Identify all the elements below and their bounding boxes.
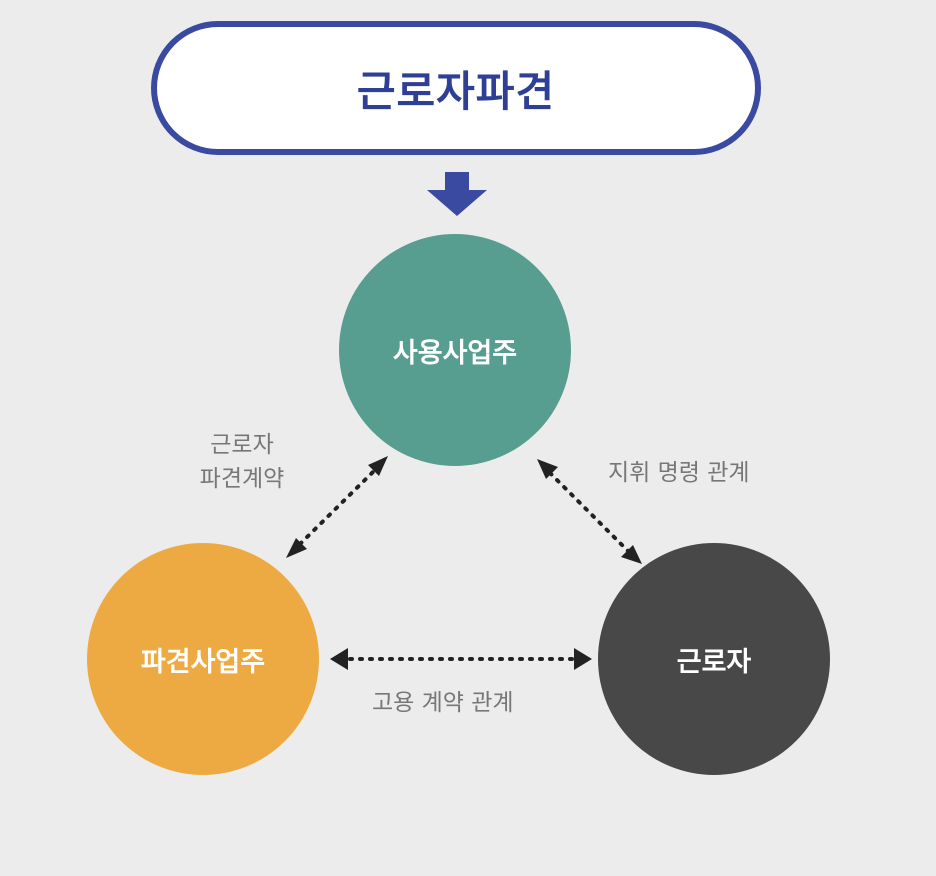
employment-relation-label: 고용 계약 관계 (372, 690, 514, 716)
dispatch-contract-line2: 파견계약 (199, 466, 285, 492)
user-company-node: 사용사업주 (339, 234, 571, 466)
dispatch-contract-line1: 근로자 (210, 432, 274, 458)
arrowhead-icon (368, 456, 388, 476)
worker-label: 근로자 (676, 646, 752, 678)
arrowhead-icon (574, 648, 592, 670)
user-company-label: 사용사업주 (392, 337, 518, 369)
command-relation-label: 지휘 명령 관계 (608, 460, 750, 486)
dispatch-company-node: 파견사업주 (87, 543, 319, 775)
contract-connector (298, 468, 377, 546)
dispatch-contract-label: 근로자 파견계약 (180, 428, 304, 496)
diagram-title: 근로자파견 (356, 66, 556, 116)
command-connector (548, 471, 631, 554)
title-box: 근로자파견 (151, 21, 761, 155)
arrowhead-icon (621, 545, 642, 564)
arrowhead-icon (286, 538, 307, 558)
down-arrow-icon (427, 172, 487, 216)
arrowhead-icon (537, 459, 558, 479)
arrowhead-icon (330, 648, 348, 670)
worker-node: 근로자 (598, 543, 830, 775)
dispatch-company-label: 파견사업주 (140, 646, 266, 678)
